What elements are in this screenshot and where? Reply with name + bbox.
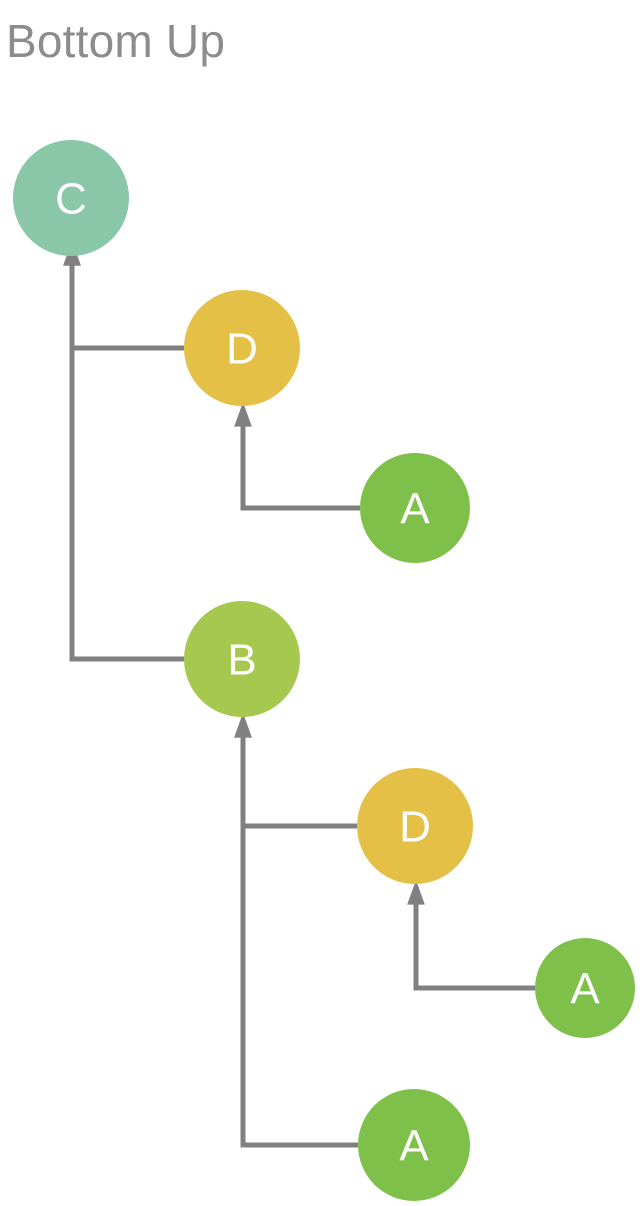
edge-line — [69, 263, 184, 662]
node-circle[interactable] — [358, 1089, 470, 1201]
node-circle[interactable] — [184, 290, 300, 406]
edge-n-a3-to-n-b — [234, 713, 358, 1148]
edge-n-a2-to-n-d2 — [407, 880, 535, 991]
node-label: A — [400, 485, 430, 534]
arrowhead-icon — [234, 402, 252, 427]
node-c-0[interactable]: C — [13, 140, 129, 256]
node-label: D — [399, 803, 431, 852]
page-title: Bottom Up — [6, 15, 226, 67]
node-d-4[interactable]: D — [357, 768, 473, 884]
node-a-6[interactable]: A — [358, 1089, 470, 1201]
arrowhead-icon — [407, 880, 425, 905]
edge-n-a1-to-n-d1 — [234, 402, 360, 511]
edges-layer — [63, 241, 535, 1148]
edge-line — [240, 735, 357, 829]
edge-n-d2-to-n-b — [234, 713, 357, 829]
edge-line — [240, 424, 360, 511]
node-circle[interactable] — [360, 453, 470, 563]
node-circle[interactable] — [13, 140, 129, 256]
node-label: A — [399, 1122, 429, 1171]
edge-n-d1-to-n-c — [63, 241, 184, 351]
node-label: D — [226, 325, 258, 374]
node-label: B — [227, 636, 256, 685]
edge-line — [240, 735, 358, 1148]
arrowhead-icon — [234, 713, 252, 738]
node-label: A — [570, 965, 600, 1014]
node-circle[interactable] — [357, 768, 473, 884]
node-circle[interactable] — [184, 601, 300, 717]
edge-line — [413, 902, 535, 991]
nodes-layer: C D A B D A A — [13, 140, 635, 1201]
node-a-5[interactable]: A — [535, 938, 635, 1038]
node-d-1[interactable]: D — [184, 290, 300, 406]
edge-n-b-to-n-c — [63, 241, 184, 662]
edge-line — [69, 263, 184, 351]
node-a-2[interactable]: A — [360, 453, 470, 563]
node-circle[interactable] — [535, 938, 635, 1038]
node-label: C — [55, 175, 87, 224]
node-b-3[interactable]: B — [184, 601, 300, 717]
